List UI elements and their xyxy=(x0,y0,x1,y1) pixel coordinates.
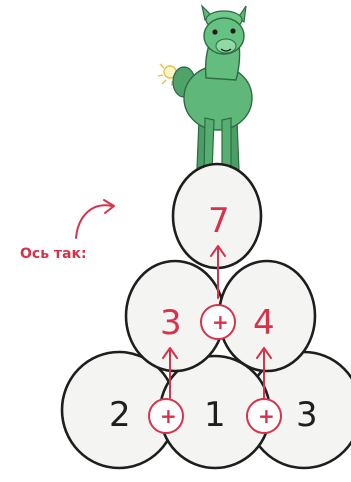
sum-arrow-to-middle-right xyxy=(256,347,272,399)
hint-arrow-icon xyxy=(75,204,113,239)
egg-bottom-middle-value: 1 xyxy=(204,395,226,435)
svg-text:+: + xyxy=(212,310,229,334)
alpaca-illustration xyxy=(157,4,253,174)
plus-operator-middle: + xyxy=(200,304,236,340)
egg-bottom-right-value: 3 xyxy=(296,395,318,435)
egg-middle-left-value: 3 xyxy=(160,303,182,343)
svg-text:+: + xyxy=(258,404,275,428)
plus-operator-bottom-right: + xyxy=(246,398,282,434)
egg-bottom-left-value: 2 xyxy=(109,395,131,435)
sum-arrow-to-middle-left xyxy=(162,347,178,399)
sum-arrow-to-top xyxy=(210,245,226,299)
plus-operator-bottom-left: + xyxy=(148,398,184,434)
egg-top-value: 7 xyxy=(208,201,230,241)
hint-arrow-head-icon xyxy=(103,199,115,214)
hint-label: Ось так: xyxy=(20,246,87,262)
egg-middle-right-value: 4 xyxy=(253,303,275,343)
svg-text:+: + xyxy=(160,404,177,428)
